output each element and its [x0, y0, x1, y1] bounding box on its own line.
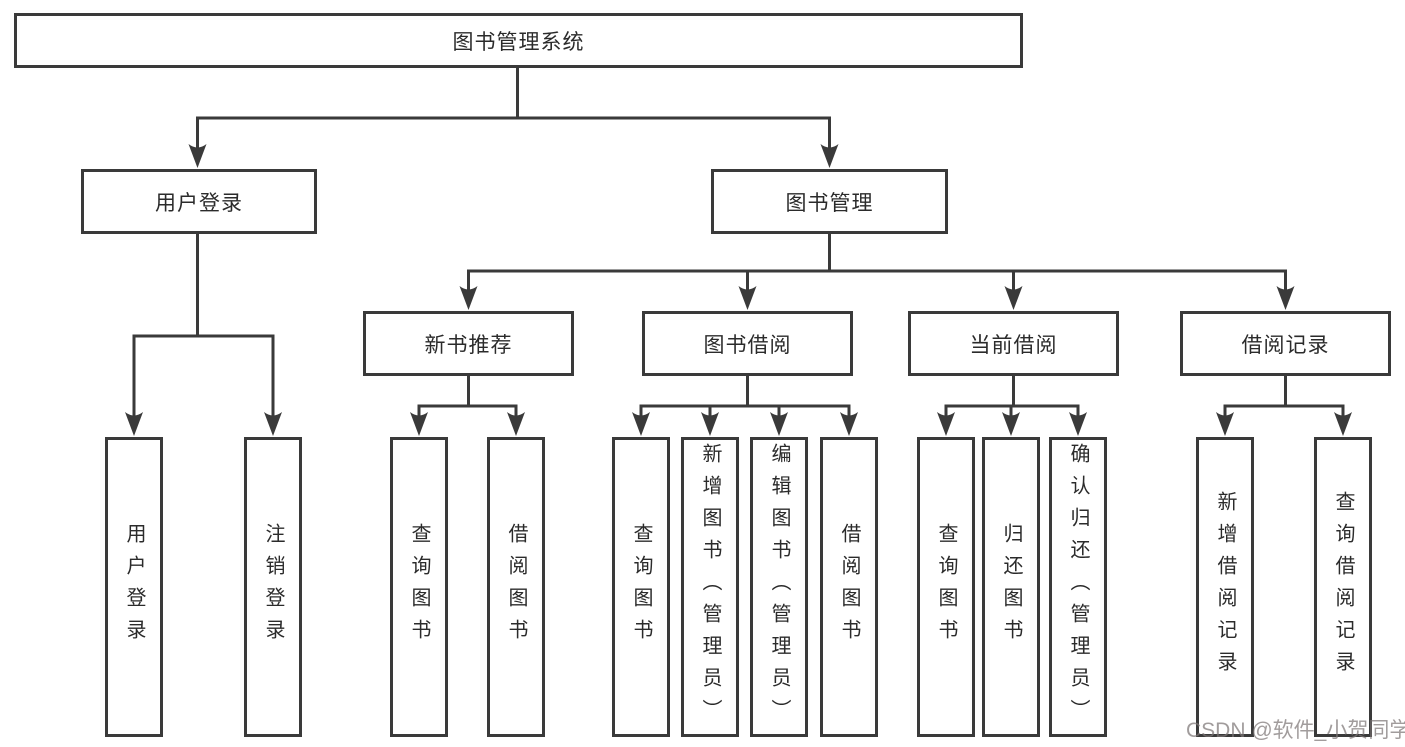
node-label: 图书借阅 [703, 333, 792, 357]
arrowhead [1276, 286, 1295, 310]
edge-userlogin-stems [132, 336, 275, 418]
node-user-login: 用户登录 [81, 169, 317, 234]
arrowhead [632, 412, 650, 436]
leaf-user-login: 用户登录 [105, 437, 163, 737]
node-label: 编辑图书（管理员） [768, 443, 790, 731]
arrowhead [188, 144, 207, 168]
node-label: 新书推荐 [424, 333, 513, 357]
node-label: 图书管理 [785, 191, 874, 215]
node-label: 借阅记录 [1241, 333, 1330, 357]
node-label: 用户登录 [155, 191, 243, 215]
arrowhead [264, 412, 282, 436]
node-label: 确认归还（管理员） [1067, 443, 1089, 731]
leaf-confirm-return-admin: 确认归还（管理员） [1049, 437, 1107, 737]
node-label: 注销登录 [262, 523, 284, 651]
arrowhead [125, 412, 143, 436]
arrowhead [701, 412, 719, 436]
node-label: 用户登录 [123, 523, 145, 651]
node-label: 当前借阅 [969, 333, 1058, 357]
arrowhead [410, 412, 428, 436]
leaf-query-borrow-record: 查询借阅记录 [1314, 437, 1372, 737]
leaf-query-books-borrow: 查询图书 [612, 437, 670, 737]
arrowhead [820, 144, 839, 168]
arrowhead [1069, 412, 1087, 436]
node-root-system: 图书管理系统 [14, 13, 1023, 68]
arrowhead [1004, 286, 1023, 310]
node-label: 归还图书 [1000, 523, 1022, 651]
node-label: 图书管理系统 [452, 30, 585, 54]
node-current-borrow: 当前借阅 [908, 311, 1119, 376]
edge-level1-stems [196, 118, 831, 150]
leaf-borrow-books: 借阅图书 [820, 437, 878, 737]
node-new-book-recommend: 新书推荐 [363, 311, 574, 376]
edge-newbook-stems [417, 406, 518, 418]
node-book-borrow: 图书借阅 [642, 311, 853, 376]
arrowhead [1002, 412, 1020, 436]
arrowhead [459, 286, 478, 310]
leaf-return-books: 归还图书 [982, 437, 1040, 737]
node-label: 查询借阅记录 [1332, 491, 1354, 683]
arrowhead [1216, 412, 1234, 436]
node-label: 借阅图书 [505, 523, 527, 651]
leaf-query-books-recommend: 查询图书 [390, 437, 448, 737]
edge-bookborrow-stems [639, 406, 851, 418]
leaf-edit-books-admin: 编辑图书（管理员） [750, 437, 808, 737]
leaf-add-borrow-record: 新增借阅记录 [1196, 437, 1254, 737]
arrowhead [1334, 412, 1352, 436]
node-label: 新增图书（管理员） [699, 443, 721, 731]
arrowhead [770, 412, 788, 436]
leaf-logout: 注销登录 [244, 437, 302, 737]
node-book-management: 图书管理 [711, 169, 948, 234]
leaf-add-books-admin: 新增图书（管理员） [681, 437, 739, 737]
leaf-borrow-books-recommend: 借阅图书 [487, 437, 545, 737]
arrowhead [507, 412, 525, 436]
node-label: 查询图书 [630, 523, 652, 651]
node-label: 查询图书 [408, 523, 430, 651]
arrowhead [840, 412, 858, 436]
edge-level2-stems [467, 271, 1287, 292]
arrowhead [738, 286, 757, 310]
leaf-query-books-current: 查询图书 [917, 437, 975, 737]
node-label: 新增借阅记录 [1214, 491, 1236, 683]
node-label: 借阅图书 [838, 523, 860, 651]
arrowhead [937, 412, 955, 436]
node-borrow-records: 借阅记录 [1180, 311, 1391, 376]
node-label: 查询图书 [935, 523, 957, 651]
edge-borrowrecords-stems [1223, 406, 1345, 418]
